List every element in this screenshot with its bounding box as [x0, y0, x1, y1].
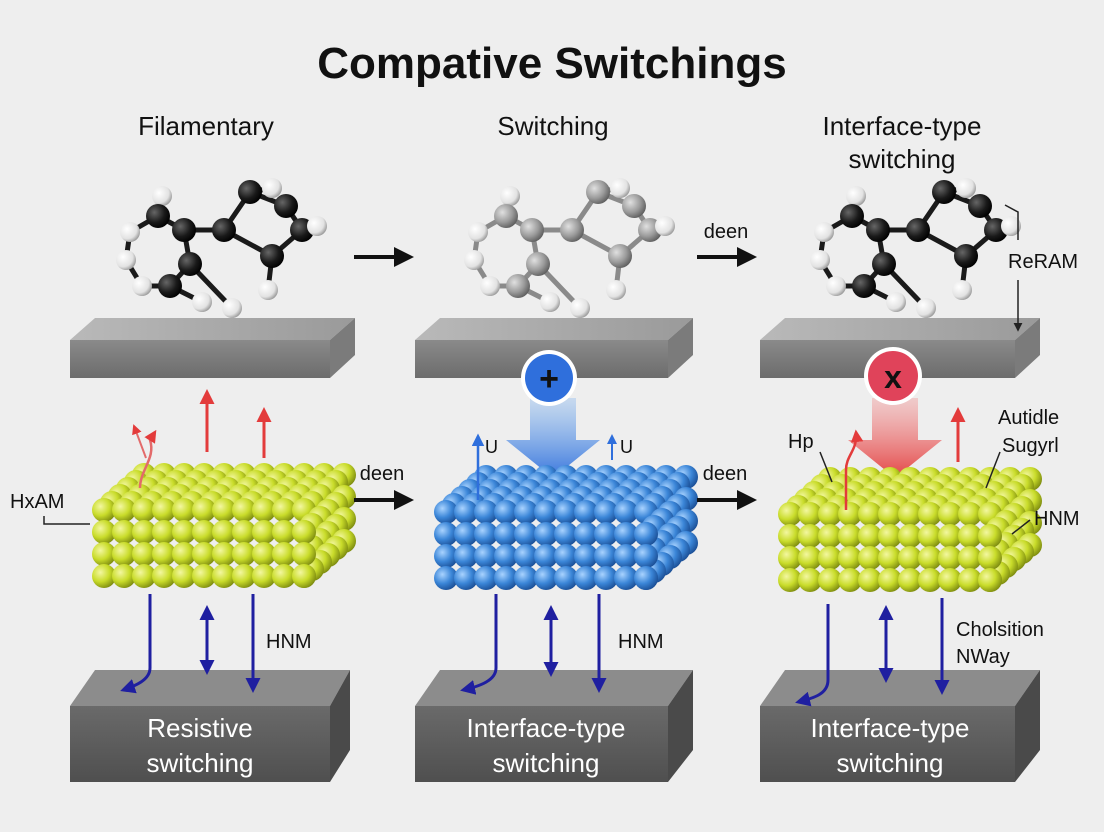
- column-heading-interface-line2: switching: [849, 144, 956, 174]
- label-hnm-2: HNM: [618, 631, 664, 653]
- current-arrows-3: [795, 598, 950, 707]
- molecule-model-2: [464, 178, 675, 318]
- arrow-label-mid-2: deen: [703, 463, 748, 485]
- label-hp: Hp: [788, 431, 814, 453]
- label-cholsition: Cholsition: [956, 619, 1044, 641]
- label-hnm-1: HNM: [266, 631, 312, 653]
- x-badge: x: [864, 347, 922, 405]
- label-sugyrl-leader: [985, 451, 1001, 489]
- label-hnm-right: HNM: [1034, 508, 1080, 530]
- molecule-model-3: [810, 178, 1021, 318]
- plus-icon: +: [539, 360, 559, 398]
- base-slab-2: [415, 670, 693, 782]
- current-arrows-2: [460, 594, 607, 695]
- arrow-label-mid-1: deen: [360, 463, 405, 485]
- column-heading-interface-line1: Interface-type: [823, 111, 982, 141]
- base-label-3-line2: switching: [837, 748, 944, 778]
- down-arrow-icon: [795, 604, 830, 707]
- column-heading-switching: Switching: [497, 111, 608, 141]
- top-slab-1: [70, 318, 355, 378]
- label-u-right: U: [620, 437, 633, 457]
- x-icon: x: [884, 359, 902, 395]
- lattice-block-1: [92, 463, 356, 588]
- label-nway: NWay: [956, 646, 1010, 668]
- arrow-label-top: deen: [704, 221, 749, 243]
- plus-badge: +: [521, 350, 577, 406]
- field-beam-blue: [506, 398, 600, 478]
- base-slab-3: [760, 670, 1040, 782]
- label-sugyrl: Sugyrl: [1002, 435, 1059, 457]
- base-label-2-line2: switching: [493, 748, 600, 778]
- label-u-left: U: [485, 437, 498, 457]
- base-slab-1: [70, 670, 350, 782]
- up-arrow-icon: [132, 424, 147, 459]
- lattice-block-2: [434, 465, 698, 590]
- field-beam-red: [848, 398, 942, 478]
- label-reram: ReRAM: [1008, 251, 1078, 273]
- label-hxam-leader: [43, 516, 90, 525]
- up-arrow-icon: [138, 429, 157, 489]
- diagram-title: Compative Switchings: [317, 39, 786, 88]
- base-label-2-line1: Interface-type: [467, 713, 626, 743]
- molecule-model-1: [116, 178, 327, 318]
- lattice-block-3: [778, 467, 1042, 592]
- label-hxam: HxAM: [10, 491, 64, 513]
- label-hp-leader: [819, 451, 833, 483]
- label-reram-bracket: [1004, 204, 1019, 240]
- base-label-1-line1: Resistive: [147, 713, 252, 743]
- base-label-1-line2: switching: [147, 748, 254, 778]
- label-hnm-right-leader: [1011, 519, 1031, 535]
- down-arrow-icon: [120, 594, 152, 694]
- down-arrow-icon: [460, 594, 498, 695]
- current-arrows-1: [120, 594, 261, 694]
- label-autidle: Autidle: [998, 407, 1059, 429]
- top-slab-2: [415, 318, 693, 378]
- up-arrow-icon: [844, 429, 864, 510]
- column-heading-filamentary: Filamentary: [138, 111, 274, 141]
- base-label-3-line1: Interface-type: [811, 713, 970, 743]
